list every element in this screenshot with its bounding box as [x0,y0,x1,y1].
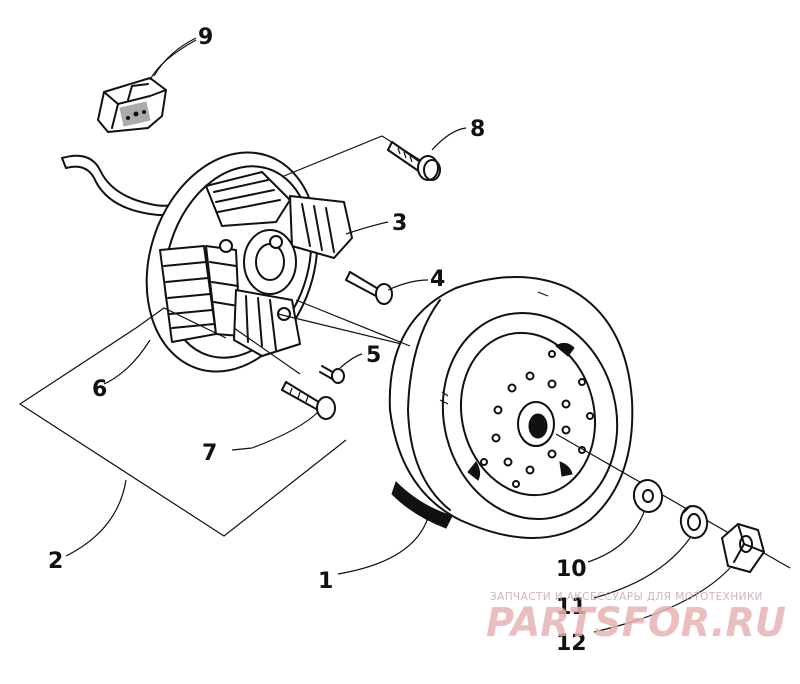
watermark-tagline: ЗАПЧАСТИ И АКСЕССУАРЫ ДЛЯ МОТОТЕХНИКИ [490,591,763,603]
callout-12: 12 [556,631,587,656]
part-10-washer [632,479,664,513]
part-8-bolt [387,141,441,181]
watermark-brand: PARTSFOR.RU [486,600,786,646]
callout-6: 6 [92,377,107,402]
stator-assembly [145,151,353,373]
callout-2: 2 [48,549,63,574]
callout-4: 4 [430,267,445,292]
part-1-flywheel [388,276,634,539]
callout-9: 9 [198,25,213,50]
part-9-grommet [97,77,167,133]
part-7-screw [281,381,336,420]
callout-11: 11 [556,595,587,620]
callout-3: 3 [392,211,407,236]
watermark: ЗАПЧАСТИ И АКСЕССУАРЫ ДЛЯ МОТОТЕХНИКИ PA… [486,591,786,646]
callout-10: 10 [556,557,587,582]
callout-1: 1 [318,569,333,594]
callout-8: 8 [470,117,485,142]
part-4-screw [345,271,393,305]
callout-5: 5 [366,343,381,368]
part-5-screw [319,365,345,384]
part-12-nut [721,523,765,573]
callout-7: 7 [202,441,217,466]
part-11-lockwasher [679,505,709,539]
